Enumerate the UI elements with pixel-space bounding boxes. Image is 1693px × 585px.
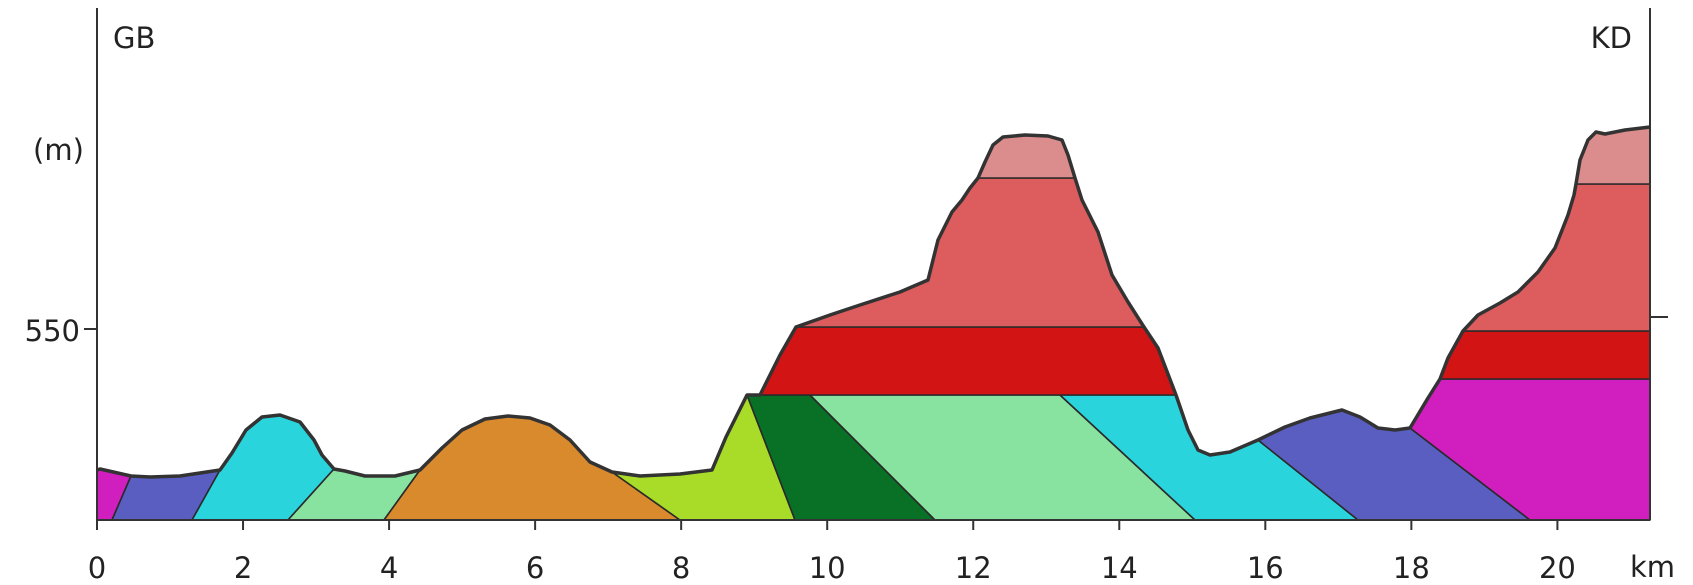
- x-tick-label: 6: [526, 551, 544, 585]
- y-tick-label: 550: [25, 314, 80, 348]
- x-tick-label: 2: [234, 551, 252, 585]
- x-tick-label: 20: [1539, 551, 1576, 585]
- x-tick-label: 10: [809, 551, 846, 585]
- x-axis-ticks: 0 2 4 6 8 10 12 14 16 18 20: [88, 520, 1576, 585]
- right-end-label: KD: [1591, 21, 1632, 55]
- unit-pink-left: [977, 134, 1076, 179]
- unit-red-right: [1439, 330, 1651, 380]
- unit-red-left: [759, 326, 1177, 396]
- x-axis-unit: km: [1630, 550, 1675, 584]
- left-end-label: GB: [113, 21, 155, 55]
- x-tick-label: 18: [1393, 551, 1430, 585]
- unit-orange: [383, 415, 681, 521]
- x-tick-label: 14: [1101, 551, 1138, 585]
- x-tick-label: 8: [672, 551, 690, 585]
- geological-units: [96, 126, 1651, 521]
- x-tick-label: 12: [955, 551, 992, 585]
- x-tick-label: 16: [1247, 551, 1284, 585]
- y-axis-unit: (m): [33, 133, 84, 167]
- x-tick-label: 4: [380, 551, 398, 585]
- unit-pink-right: [1575, 126, 1651, 185]
- unit-salmon-left: [795, 177, 1145, 328]
- topographic-surface: [96, 125, 1651, 479]
- x-tick-label: 0: [88, 551, 106, 585]
